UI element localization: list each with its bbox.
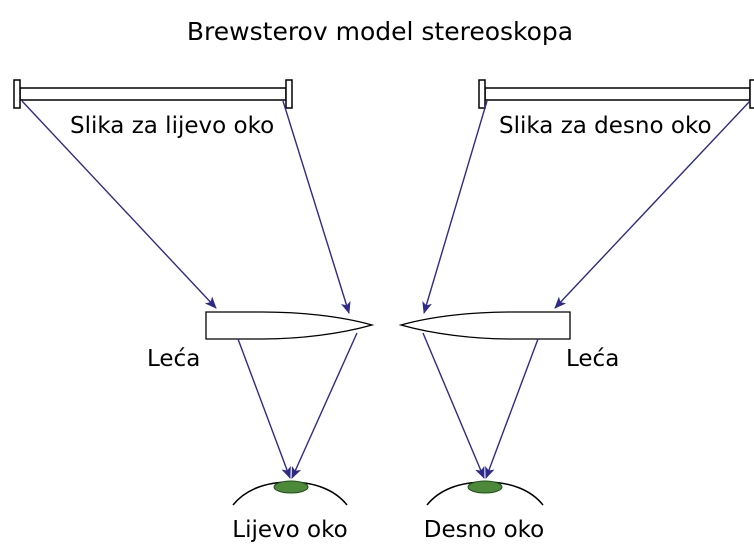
left-eye xyxy=(232,480,348,506)
left-lens-label: Leća xyxy=(147,346,200,372)
ray-right-outer-out xyxy=(485,338,539,479)
right-image-holder xyxy=(478,79,754,109)
ray-left-outer-out xyxy=(237,338,291,479)
right-eye-label: Desno oko xyxy=(424,517,544,543)
ray-right-outer-in xyxy=(554,100,751,309)
right-lens-label: Leća xyxy=(566,346,619,372)
left-pupil xyxy=(273,480,309,494)
ray-right-inner-out xyxy=(422,332,485,479)
diagram-title: Brewsterov model stereoskopa xyxy=(187,17,573,46)
ray-left-outer-in xyxy=(21,100,217,309)
ray-left-inner-in xyxy=(282,100,351,314)
right-eye xyxy=(426,480,544,506)
ray-right-inner-in xyxy=(422,100,488,314)
right-image-label: Slika za desno oko xyxy=(499,113,712,139)
left-lens xyxy=(205,311,375,340)
left-image-label: Slika za lijevo oko xyxy=(70,113,274,139)
left-eye-label: Lijevo oko xyxy=(232,517,347,543)
left-image-holder xyxy=(13,79,293,109)
ray-left-inner-out xyxy=(291,332,358,479)
right-lens xyxy=(398,311,571,340)
right-pupil xyxy=(467,480,503,494)
